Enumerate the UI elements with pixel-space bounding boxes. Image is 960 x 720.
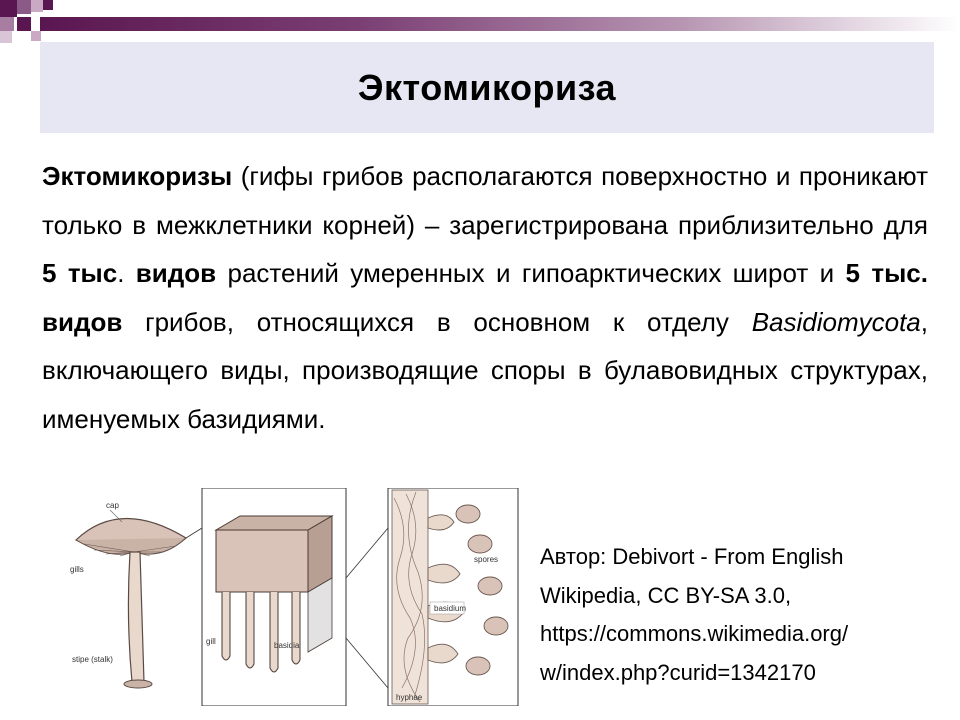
header-gradient-band xyxy=(40,17,960,31)
label-hyphae: hyphae xyxy=(396,693,423,702)
label-gills: gills xyxy=(70,565,84,574)
label-stipe: stipe (stalk) xyxy=(72,655,113,664)
credit-url: https://commons.wikimedia.org/ xyxy=(540,621,849,646)
image-credit: Автор: Debivort - From English Wikipedia… xyxy=(540,538,940,692)
count-fungi: 5 тыс. видов xyxy=(42,258,928,337)
slide-title: Эктомикориза xyxy=(357,66,617,108)
mushroom-whole-illustration: cap gills stipe (stalk) xyxy=(70,501,188,689)
body-paragraph: Эктомикоризы (гифы грибов располагаются … xyxy=(42,161,928,434)
label-spores: spores xyxy=(474,555,498,564)
basidium-illustration: basidium spores hyphae xyxy=(391,489,509,705)
count-plants: 5 тыс xyxy=(42,258,118,288)
title-background xyxy=(40,42,934,133)
label-cap: cap xyxy=(106,501,119,510)
label-basidium: basidium xyxy=(434,604,466,613)
term-ectomycorrhiza: Эктомикоризы xyxy=(42,161,233,191)
mushroom-anatomy-figure: cap gills stipe (stalk) gill basidia xyxy=(70,488,519,706)
gill-block-illustration: gill basidia xyxy=(206,515,334,673)
label-basidia: basidia xyxy=(274,641,300,650)
taxon-basidiomycota: Basidiomycota xyxy=(751,306,921,337)
label-gill: gill xyxy=(206,637,216,646)
